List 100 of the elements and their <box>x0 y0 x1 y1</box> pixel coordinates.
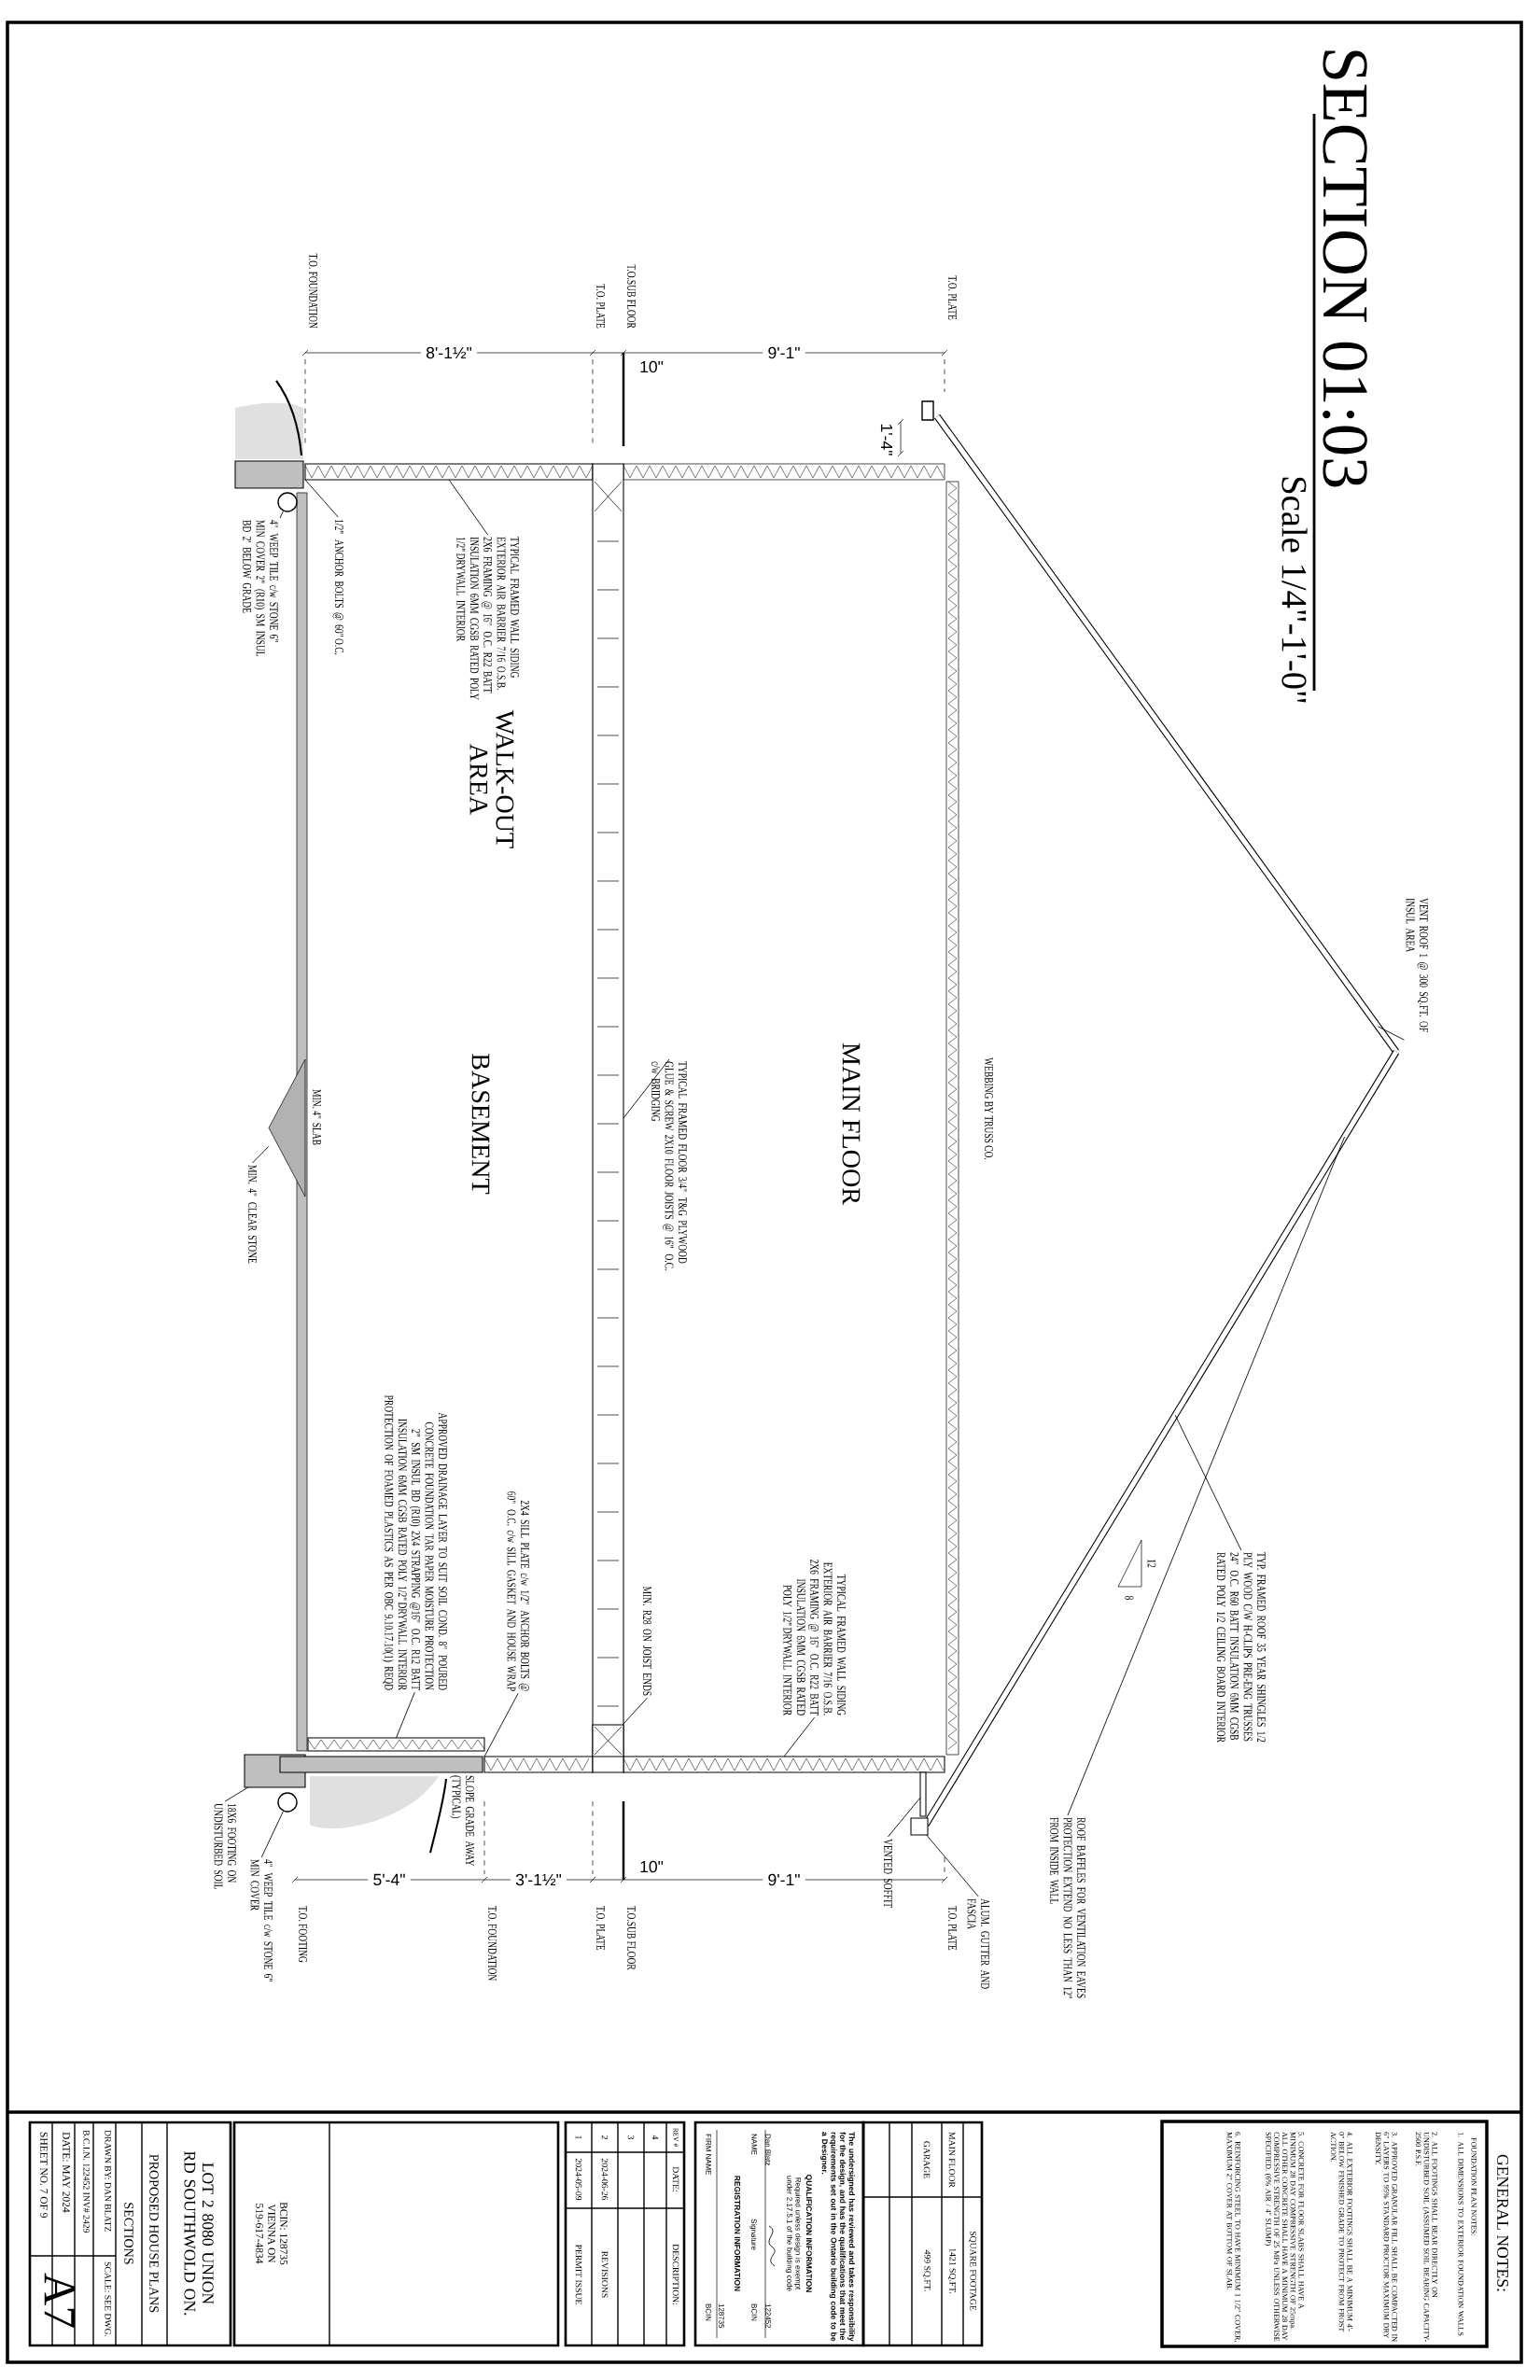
dimension-text: 5'-4" <box>368 1869 411 1891</box>
callout-note: 4" WEEP TILE c/w STONE 6" MIN COVER <box>250 1859 273 1981</box>
wall-section <box>483 1756 594 1773</box>
scale-note: Scale 1/4"-1'-0" <box>1281 477 1308 703</box>
room-label: BASEMENT <box>471 1054 490 1195</box>
table-entry: REVISIONS <box>601 2251 609 2298</box>
leader-line <box>1174 1414 1242 1551</box>
title-block-text: PROPOSED HOUSE PLANS <box>149 2154 159 2313</box>
table-entry: GARAGE <box>923 2141 931 2178</box>
table-entry: MAIN FLOOR <box>948 2132 956 2188</box>
address-text: LOT 2 8080 UNION RD SOUTHWOLD ON. <box>184 2150 214 2316</box>
notes-subheading: FOUNDATION PLAN NOTES: <box>1471 2137 1477 2235</box>
wall-section <box>623 1756 945 1773</box>
level-label: T.O.SUB FLOOR <box>627 264 636 329</box>
fascia <box>910 1817 929 1836</box>
leader-line <box>279 511 284 519</box>
leader-line <box>448 479 489 536</box>
dimension-text: 9'-1" <box>763 342 805 364</box>
leader-line <box>304 479 339 518</box>
callout-note: VENTED SOFFIT <box>884 1839 892 1908</box>
note-text: 2. ALL FOOTINGS SHALL BEAR DIRECTLY ON UNDISTURBED SOIL (ASSUMED SOIL BEARING CAPACITY- 2500 P.S.F. <box>1415 2132 1437 2342</box>
weep-tile <box>277 492 298 512</box>
leader-line <box>926 1834 979 1897</box>
title-block-text: B.C.I.N. 122452 INV# 2429 <box>83 2130 90 2233</box>
level-label: T.O.SUB FLOOR <box>627 1906 636 1970</box>
table-entry: PERMIT ISSUE <box>575 2244 582 2304</box>
slope-label: 12 <box>1147 1560 1156 1568</box>
note-text: 1. ALL DIMENSIONS TO EXTERIOR FOUNDATION WALLS <box>1458 2132 1463 2336</box>
table-entry: 1 <box>575 2135 582 2139</box>
callout-note: TYPICAL FRAMED FLOOR 3/4" T&G PLYWOOD GLUE & SCREW 2X10 FLOOR JOISTS @ 16" O.C. c/w BRIDGING <box>651 1061 687 1270</box>
title-block-text: BCIN: 128735 <box>280 2202 287 2265</box>
title-block-text: SCALE: SEE DWG. <box>105 2261 111 2337</box>
level-label: T.O. PLATE <box>596 284 605 329</box>
title-block-text: DATE: MAY 2024 <box>63 2132 70 2213</box>
leader-line <box>622 1697 648 1726</box>
callout-note: 2X4 SILL PLATE c/w 1/2" ANCHOR BOLTS @ 60" O.C. c/w SILL GASKET AND HOUSE WRAP <box>507 1491 529 1691</box>
level-label: T.O. PLATE <box>596 1906 605 1951</box>
room-label: WALK-OUT AREA <box>469 709 514 848</box>
leader-line <box>224 1786 249 1802</box>
dimension-text: 10" <box>640 360 664 373</box>
level-label: T.O. PLATE <box>948 275 957 320</box>
note-text: SLOPE GRADE AWAY (TYPICAL) <box>449 1775 474 1867</box>
dimension-text: 9'-1" <box>763 1869 805 1891</box>
callout-note: APPROVED DRAINAGE LAYER TO SUIT SOIL COND. 8" POURED CONCRETE FOUNDATION TAR PAPER MOISTURE PROTECTION 2" SM INSUL BD (R10) 2X4 STRAPPING @16" O.C. R12 BATT INSULATION 6MM CGSB RATED POLY 1/2"DRYWALL INTERIOR PROTECTION OF FOAMED PLASTICS AS PER OBC 9.10.17.10(1) REQD <box>382 1394 447 1691</box>
dimension-text: 1'-4" <box>880 424 893 455</box>
stone-pile <box>268 1058 306 1197</box>
table-entry: 3 <box>627 2135 635 2140</box>
callout-note: 1/2" ANCHOR BOLTS @ 60"O.C. <box>332 519 343 655</box>
foundation-wall <box>279 1756 483 1773</box>
leader-line <box>260 1811 284 1858</box>
note-text: 3. APPROVED GRANULAR FILL SHALL BE COMPACTED IN 6" LAYERS TO 95% STANDARD PROCTOR MAXIMUM DRY DENSITY. <box>1375 2132 1397 2342</box>
title-block-text: VIENNA ON <box>268 2204 275 2263</box>
note-text: 6. REINFORCING STEEL TO HAVE MINIMUM 1 1/2" COVER, MAXIMUM 2" COVER AT BOTTOM OF SLAB. <box>1226 2132 1240 2342</box>
section-heading: REGISTRATION INFORMATION <box>735 2176 740 2291</box>
level-label: T.O. FOUNDATION <box>488 1906 497 1981</box>
table-entry: DATE: <box>672 2166 679 2191</box>
leader-line <box>888 1797 921 1838</box>
title-block-text: DRAWN BY: DAN BLATZ <box>105 2130 111 2232</box>
wall-section <box>304 463 594 481</box>
title-block-text: SECTIONS <box>124 2203 133 2264</box>
slope-label: 8 <box>1125 1595 1134 1600</box>
level-label: T.O. FOOTING <box>299 1906 307 1963</box>
dimension-text: 8'-1½" <box>420 342 478 364</box>
table-entry: 499 SQ.FT. <box>923 2249 931 2291</box>
title-block-text: SHEET NO. 7 OF 9 <box>40 2132 48 2218</box>
room-label: MAIN FLOOR <box>842 1043 861 1205</box>
soffit <box>919 1771 927 1817</box>
callout-note: 4" WEEP TILE c/w STONE 6" MIN COVER 2" (R10) SM INSUL BD 2' BELOW GRADE <box>243 520 278 656</box>
footing <box>234 460 304 489</box>
callout-note: TYPICAL FRAMED WALL SIDING EXTERIOR AIR BARRIER 7/16 O.S.B. 2X6 FRAMING @ 16" O.C. R22 BATT INSULATION 6MM CGSB RATED POLY 1/2"DRYWALL INTERIOR <box>456 537 519 700</box>
callout-note: MIN. R28 ON JOIST ENDS <box>642 1586 651 1696</box>
dimension-text: 10" <box>640 1860 664 1873</box>
dimension-text: 3'-1½" <box>510 1869 567 1891</box>
leader-line <box>483 1692 519 1757</box>
callout-note: 18X6 FOOTING ON UNDISTURBED SOIL <box>214 1803 236 1889</box>
leader-line <box>1377 1026 1405 1041</box>
table-entry: 1421 SQ.FT. <box>948 2248 956 2294</box>
note-text: WEBBING BY TRUSS CO. <box>985 1057 993 1160</box>
table-entry: DESCRIPTION: <box>672 2244 679 2304</box>
leader-line <box>396 1691 415 1739</box>
drawing-title: SECTION 01:03 <box>1323 50 1367 487</box>
callout-note: ALUM. GUTTER AND FASCIA <box>967 1898 989 1989</box>
leader-line <box>252 1145 270 1164</box>
leader-line <box>1067 1136 1345 1816</box>
table-entry: 4 <box>651 2135 659 2140</box>
weep-tile <box>277 1792 298 1813</box>
callout-note: MIN. 4" CLEAR STONE <box>247 1165 257 1264</box>
callout-note: VENT ROOF 1 @ 300 SQ.FT. OF INSUL AREA <box>1406 898 1428 1032</box>
table-entry: 2024-06-26 <box>601 2158 609 2201</box>
note-text: 5. CONCRETE FOR FLOOR SLABS SHALL HAVE A MINIMUM 28 DAY COMPRESSIVE STRENGTH OF 25mpa. ALL OTHER CONCRETE SHALL HAVE A MINIMUM 28 DAY COMPRESSIVE STRENGTH OF 25 MPa UNLESS OTHERWISE SPECIFIED. (6% AIR / 4" SLUMP) <box>1264 2132 1304 2342</box>
level-label: T.O. PLATE <box>948 1906 957 1951</box>
sheet-number: A7 <box>44 2273 76 2328</box>
callout-note: TYPICAL FRAMED WALL SIDING EXTERIOR AIR BARRIER 7/16 O.S.B. 2X6 FRAMING @ 16" O.C. R22 BATT INSULATION 6MM CGSB RATED POLY 1/2"DRYWALL INTERIOR <box>783 1559 846 1716</box>
leader-line <box>783 1716 816 1757</box>
insulation-layer <box>307 1737 485 1752</box>
table-entry: 2024-05-09 <box>575 2158 582 2201</box>
note-text: 4. ALL EXTERIOR FOOTINGS SHALL BE A MINIMUM 4'-0" BELOW FINISHED GRADE TO PROTECT FROM FROST ACTION. <box>1330 2132 1352 2332</box>
section-heading: QUALIFICATION INFORMATION <box>805 2175 812 2292</box>
statement-text: The undersigned has reviewed and takes responsibility for the design, and has the qualifications that meet the requirements set out in the Ontario building code to be a Designer. <box>820 2132 855 2342</box>
leader-line <box>623 1058 670 1119</box>
